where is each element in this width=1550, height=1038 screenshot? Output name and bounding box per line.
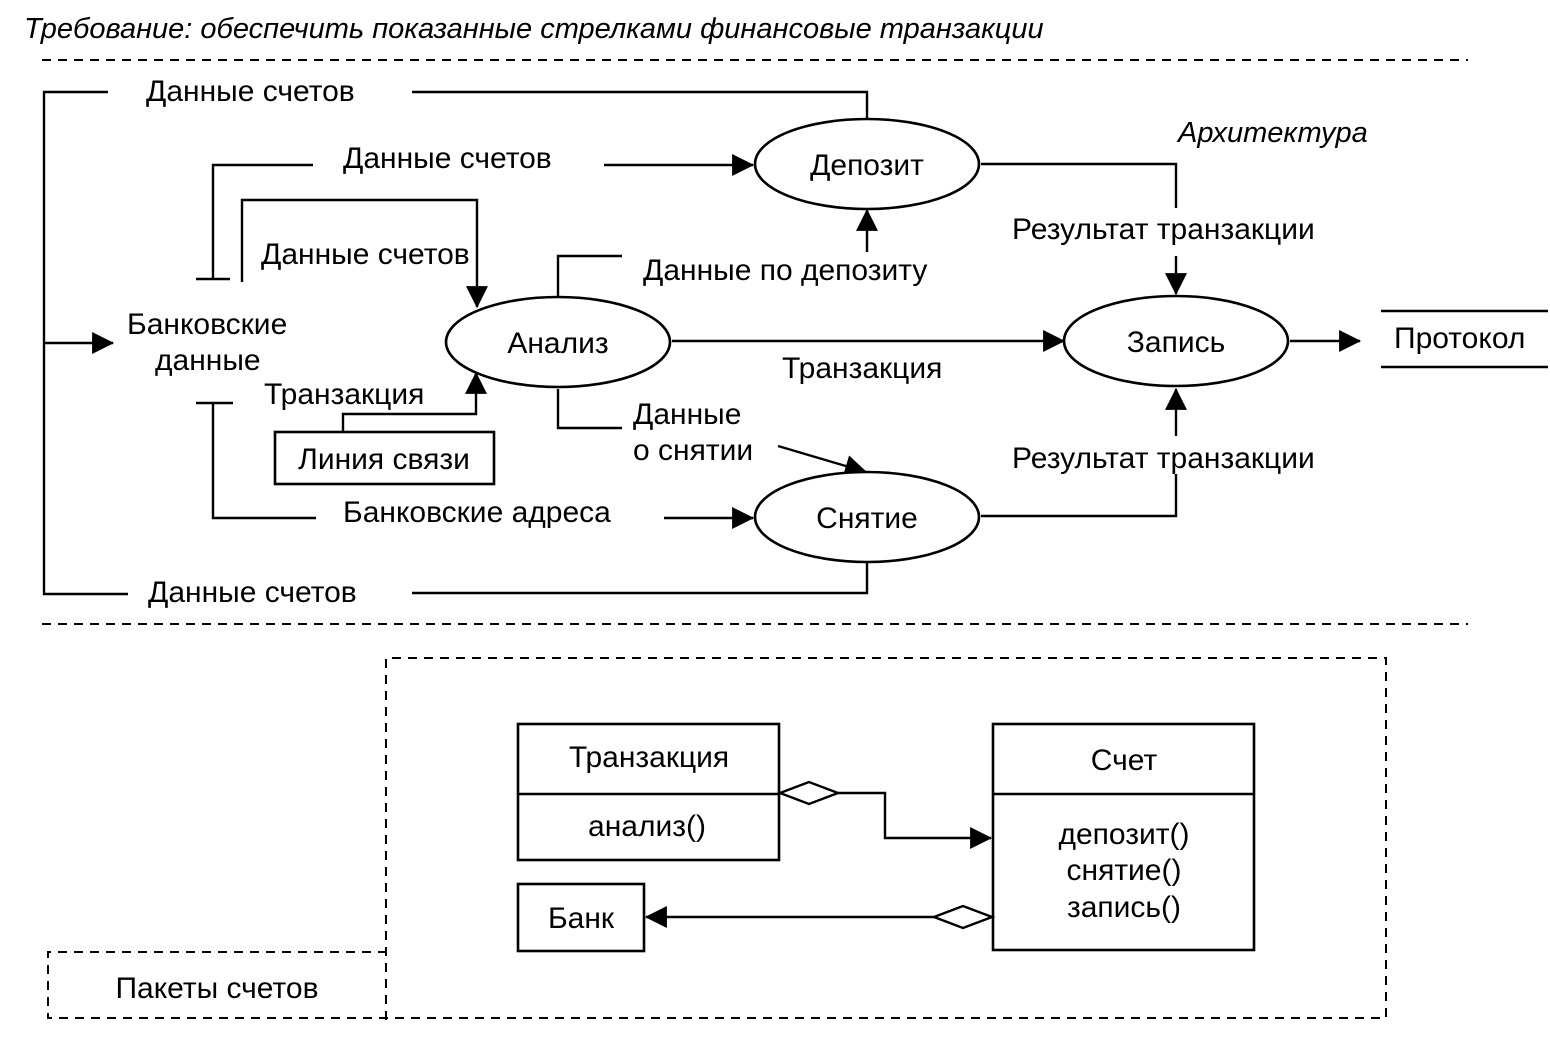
process-deposit-label: Депозит bbox=[810, 149, 924, 182]
flow-label-bank-addresses: Банковские адреса bbox=[343, 496, 611, 529]
flow-label-account-data-deposit: Данные счетов bbox=[343, 142, 552, 175]
aggregation-diamond-account bbox=[930, 904, 996, 930]
result-withdraw-line bbox=[981, 474, 1178, 518]
class-bank-name: Банк bbox=[548, 902, 615, 935]
flow-label-withdraw-data-line1: Данные bbox=[633, 398, 741, 431]
store-bank-data-line2: данные bbox=[155, 344, 261, 377]
class-transaction-name: Транзакция bbox=[569, 741, 729, 774]
class-account-name: Счет bbox=[1091, 744, 1158, 777]
package-label: Пакеты счетов bbox=[115, 972, 318, 1005]
flow-label-result-deposit: Результат транзакции bbox=[1012, 213, 1315, 246]
process-record bbox=[1062, 294, 1290, 388]
arrow-comm-to-analysis bbox=[341, 371, 487, 432]
class-bank bbox=[516, 882, 646, 953]
class-account-op-record: запись() bbox=[1067, 891, 1181, 924]
architecture-label: Архитектура bbox=[1176, 117, 1368, 149]
flow-label-result-withdraw: Результат транзакции bbox=[1012, 442, 1315, 475]
requirement-text: Требование: обеспечить показанные стрелк… bbox=[24, 13, 1044, 45]
package-frame bbox=[47, 657, 1387, 1020]
class-transaction-op: анализ() bbox=[588, 810, 706, 843]
flow-label-withdraw-data-line2: о снятии bbox=[633, 434, 753, 467]
deposit-data-line bbox=[556, 254, 622, 297]
aggregation-diamond-transaction bbox=[776, 780, 842, 806]
store-comm-line bbox=[273, 430, 496, 486]
class-transaction bbox=[516, 722, 781, 862]
flow-label-deposit-data: Данные по депозиту bbox=[643, 254, 927, 287]
bank-addresses-line-left bbox=[211, 403, 316, 520]
process-withdrawal-label: Снятие bbox=[816, 502, 918, 535]
arrow-account-data-to-analysis bbox=[240, 198, 488, 309]
process-withdrawal bbox=[753, 470, 981, 564]
flow-label-transaction-comm: Транзакция bbox=[264, 378, 424, 411]
class-account-op-withdraw: снятие() bbox=[1067, 854, 1182, 887]
store-comm-line-label: Линия связи bbox=[298, 443, 470, 476]
store-bank-data-line1: Банковские bbox=[127, 308, 287, 341]
flow-label-account-data-top: Данные счетов bbox=[146, 75, 355, 108]
flow-label-account-data-analysis: Данные счетов bbox=[261, 238, 470, 271]
top-account-data-line bbox=[412, 90, 869, 118]
account-data-deposit-line-left bbox=[211, 163, 313, 279]
class-account-op-deposit: депозит() bbox=[1058, 818, 1189, 851]
class-account bbox=[991, 722, 1256, 952]
withdraw-data-line bbox=[556, 389, 622, 430]
arrow-withdraw-data-to-withdrawal bbox=[777, 444, 868, 477]
result-deposit-line bbox=[981, 162, 1178, 208]
store-protocol-label: Протокол bbox=[1394, 322, 1525, 355]
association-transaction-account bbox=[838, 791, 993, 849]
flow-label-transaction-main: Транзакция bbox=[782, 352, 942, 385]
bottom-account-data-line bbox=[412, 563, 869, 595]
flow-label-account-data-bottom: Данные счетов bbox=[148, 576, 357, 609]
process-analysis-label: Анализ bbox=[507, 327, 608, 360]
process-record-label: Запись bbox=[1127, 326, 1225, 359]
process-deposit bbox=[753, 117, 981, 211]
